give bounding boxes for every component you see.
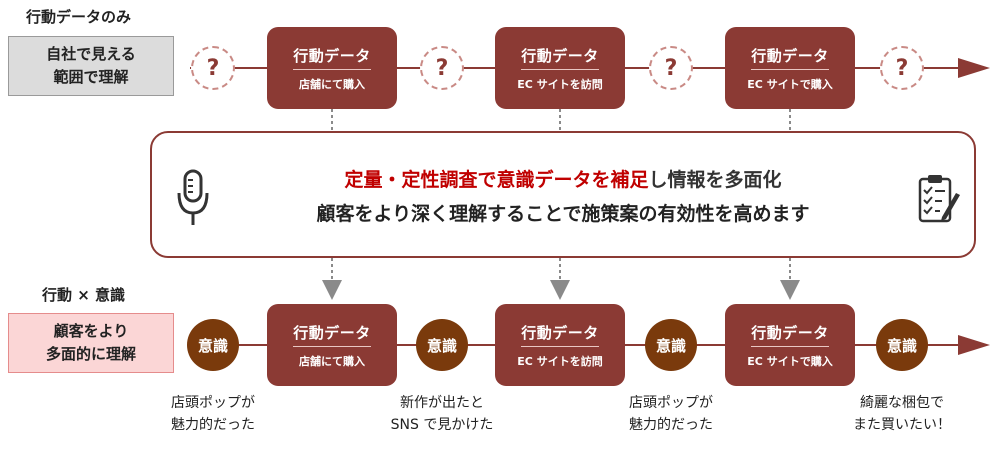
top-step-1-sub: 店舗にて購入	[299, 77, 365, 91]
bottom-side-box-line1: 顧客をより	[53, 321, 129, 340]
bottom-step-3: 行動データ EC サイトで購入	[725, 304, 855, 386]
top-step-1-title: 行動データ	[293, 45, 371, 70]
unknown-marker-4: ?	[880, 46, 924, 90]
bottom-step-2: 行動データ EC サイトを訪問	[495, 304, 625, 386]
bottom-step-2-title: 行動データ	[521, 322, 599, 347]
center-line-1-rest: し情報を多面化	[648, 169, 782, 191]
caption-3-line1: 店頭ポップが	[629, 395, 713, 411]
top-side-box: 自社で見える 範囲で理解	[8, 36, 174, 96]
caption-1: 店頭ポップが 魅力的だった	[143, 392, 283, 437]
top-timeline-arrowhead	[958, 58, 990, 78]
bottom-step-1: 行動データ 店舗にて購入	[267, 304, 397, 386]
unknown-marker-1: ?	[191, 46, 235, 90]
top-step-1: 行動データ 店舗にて購入	[267, 27, 397, 109]
top-section-label: 行動データのみ	[26, 8, 132, 26]
caption-3-line2: 魅力的だった	[629, 417, 713, 434]
caption-2-line1: 新作が出たと	[400, 395, 484, 411]
caption-4: 綺麗な梱包で また買いたい！	[832, 392, 972, 437]
center-message-box: 定量・定性調査で意識データを補足し情報を多面化 顧客をより深く理解することで施策…	[150, 131, 976, 258]
top-side-box-line2: 範囲で理解	[53, 68, 129, 86]
bottom-side-box-line2: 多面的に理解	[45, 345, 136, 363]
consciousness-marker-3: 意識	[645, 319, 697, 371]
bottom-section-label: 行動 × 意識	[42, 286, 126, 304]
bottom-step-3-sub: EC サイトで購入	[747, 354, 833, 368]
center-line-1: 定量・定性調査で意識データを補足し情報を多面化	[152, 165, 974, 192]
caption-4-line1: 綺麗な梱包で	[860, 395, 944, 411]
top-step-3-title: 行動データ	[751, 45, 829, 70]
center-line-1-highlight: 定量・定性調査で意識データを補足	[344, 169, 649, 191]
caption-2-line2: SNS で見かけた	[390, 417, 494, 434]
bottom-timeline-arrowhead	[958, 335, 990, 355]
top-step-3: 行動データ EC サイトで購入	[725, 27, 855, 109]
caption-2: 新作が出たと SNS で見かけた	[372, 392, 512, 437]
caption-4-line2: また買いたい！	[853, 417, 951, 434]
top-step-2-sub: EC サイトを訪問	[517, 77, 603, 91]
caption-3: 店頭ポップが 魅力的だった	[601, 392, 741, 437]
unknown-marker-3: ?	[649, 46, 693, 90]
top-step-3-sub: EC サイトで購入	[747, 77, 833, 91]
center-line-2: 顧客をより深く理解することで施策案の有効性を高めます	[316, 203, 810, 225]
caption-1-line2: 魅力的だった	[171, 417, 255, 434]
top-side-box-line1: 自社で見える	[46, 44, 136, 63]
unknown-marker-2: ?	[420, 46, 464, 90]
top-step-2: 行動データ EC サイトを訪問	[495, 27, 625, 109]
bottom-step-1-title: 行動データ	[293, 322, 371, 347]
clipboard-checklist-icon	[918, 175, 960, 223]
consciousness-marker-1: 意識	[187, 319, 239, 371]
bottom-side-box: 顧客をより 多面的に理解	[8, 313, 174, 373]
bottom-step-2-sub: EC サイトを訪問	[517, 354, 603, 368]
caption-1-line1: 店頭ポップが	[171, 395, 255, 411]
microphone-icon	[177, 169, 209, 225]
consciousness-marker-2: 意識	[416, 319, 468, 371]
consciousness-marker-4: 意識	[876, 319, 928, 371]
bottom-step-3-title: 行動データ	[751, 322, 829, 347]
top-step-2-title: 行動データ	[521, 45, 599, 70]
bottom-step-1-sub: 店舗にて購入	[299, 354, 365, 368]
